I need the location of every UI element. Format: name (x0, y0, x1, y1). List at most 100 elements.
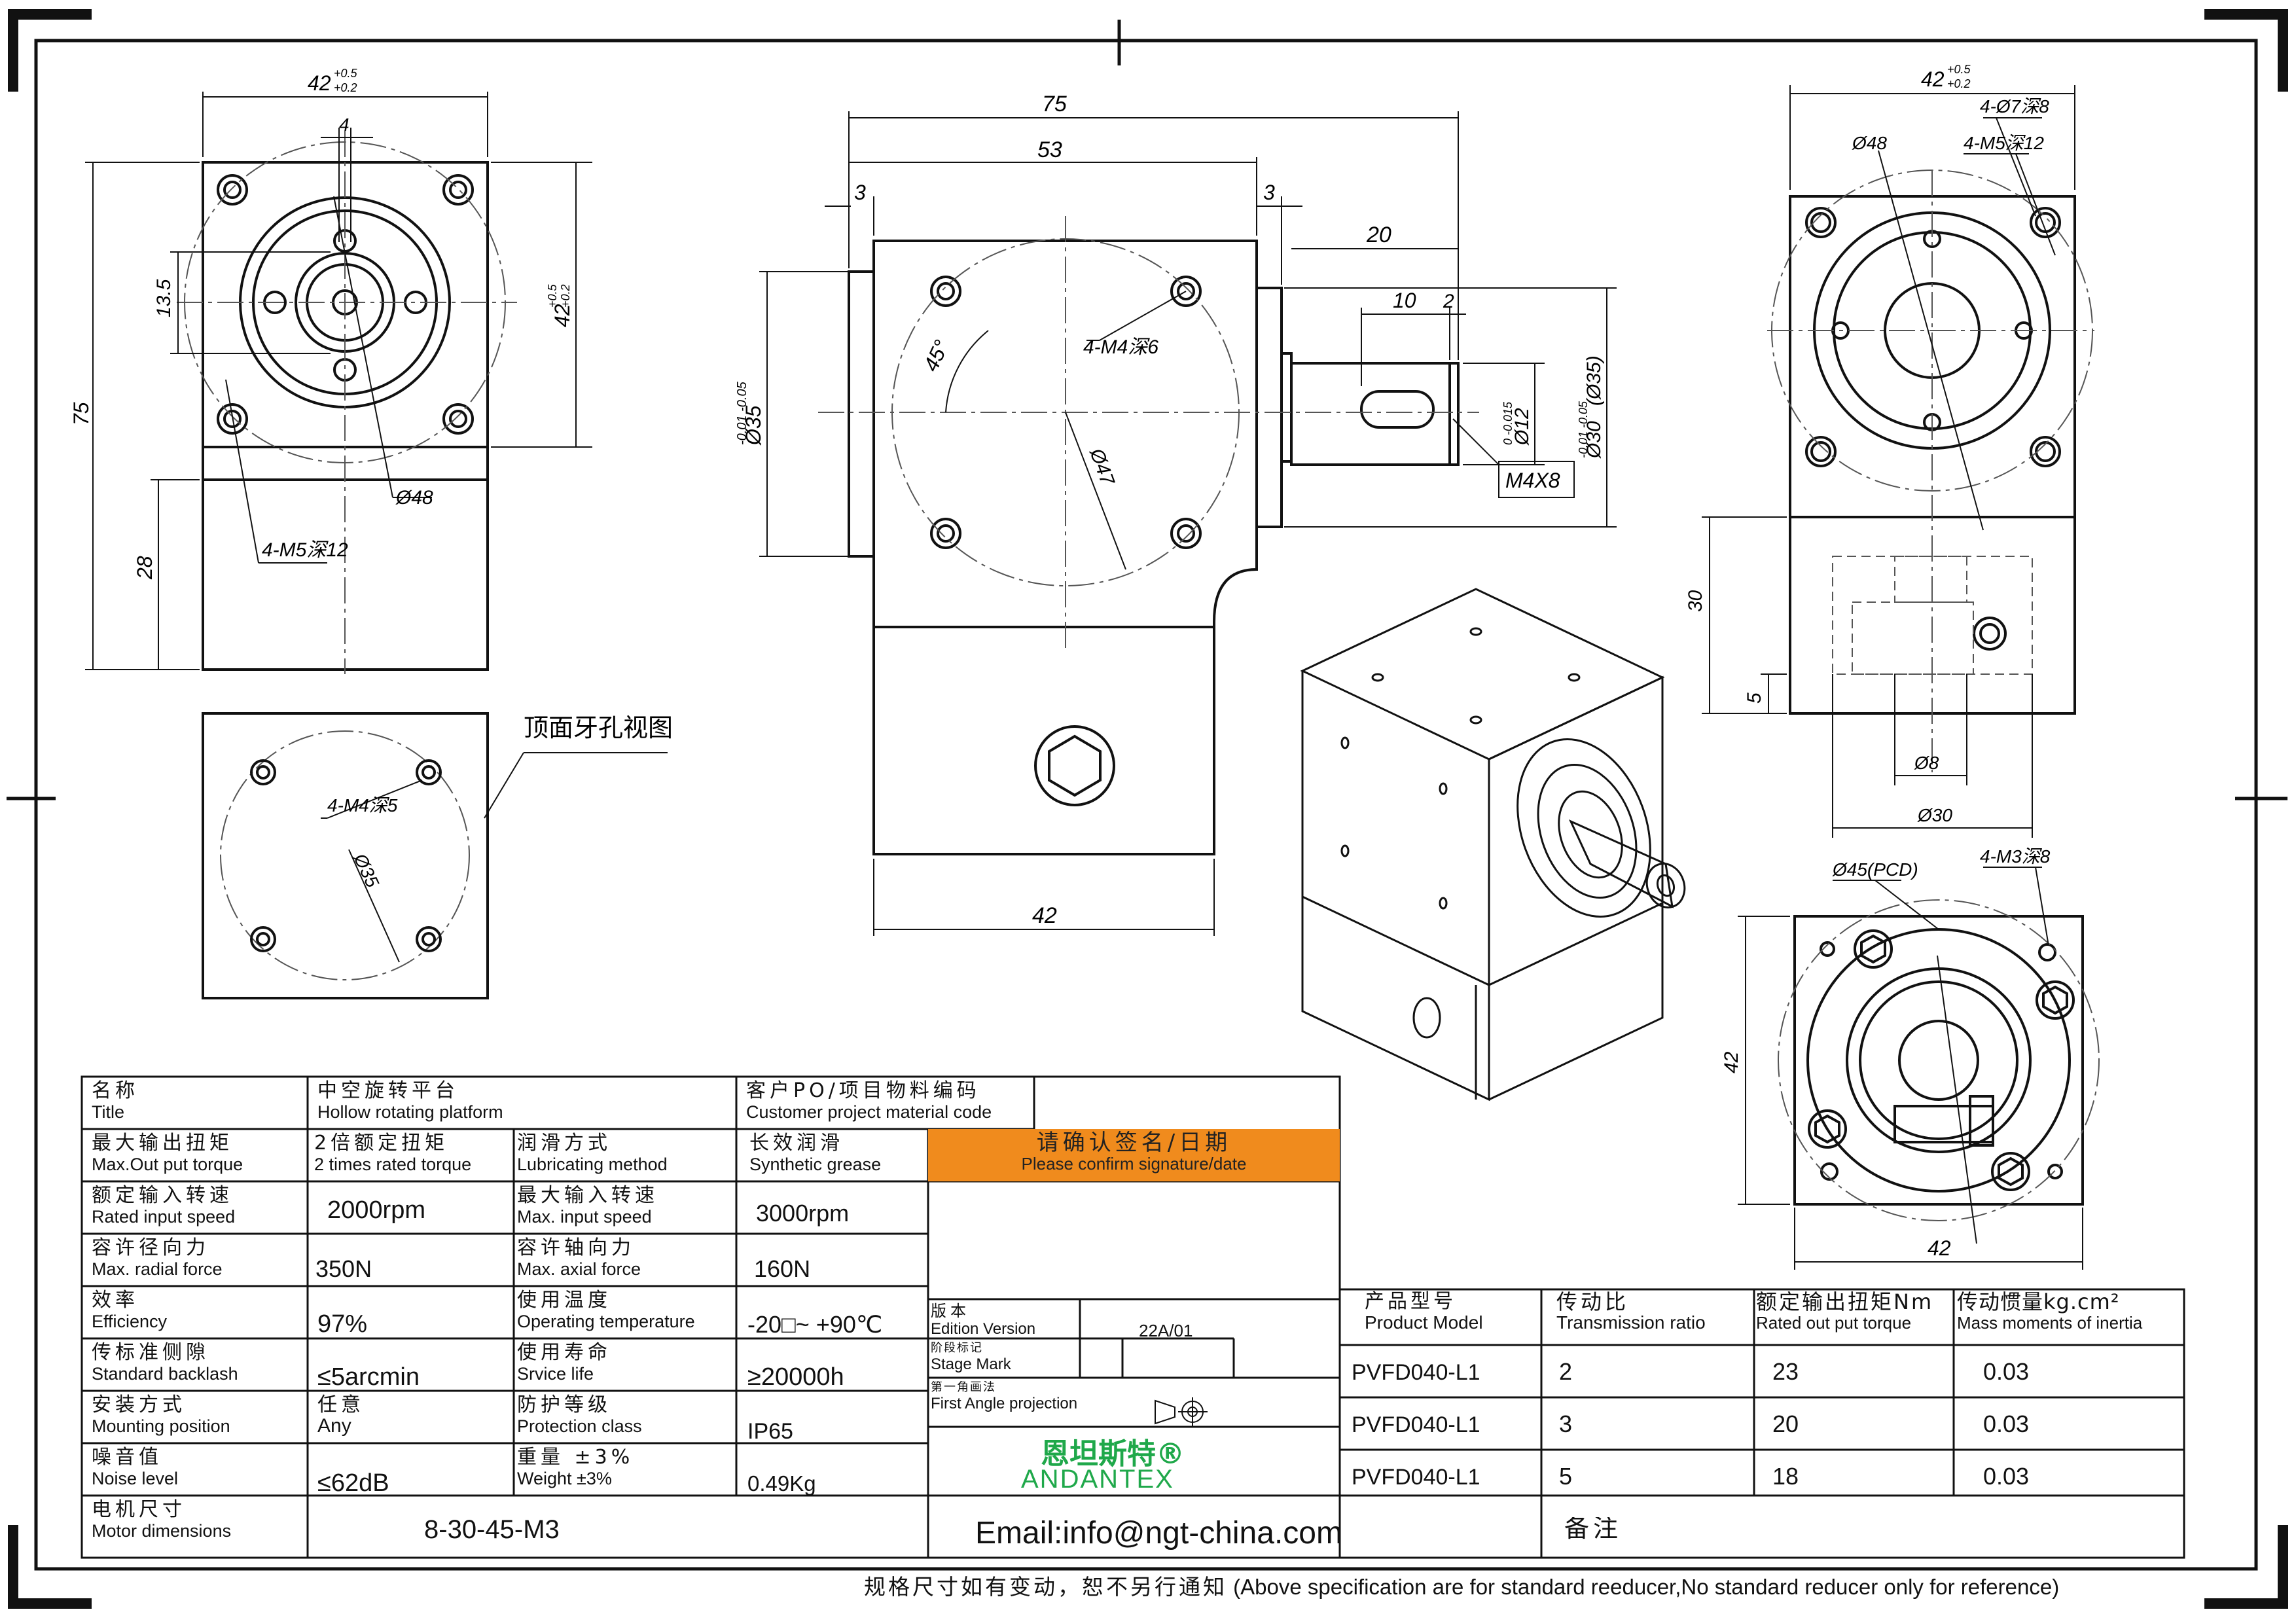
top-hole-view: 4-M4深5 Ø35 顶面牙孔视图 (202, 712, 673, 999)
first-angle-symbol (1155, 1397, 1208, 1427)
svg-text:4-M5深12: 4-M5深12 (262, 539, 348, 561)
svg-text:20: 20 (1366, 223, 1391, 247)
svg-text:Ø30: Ø30 (1583, 421, 1605, 459)
svg-text:-0.01 -0.05: -0.01 -0.05 (1577, 401, 1590, 458)
svg-text:42: 42 (1921, 67, 1945, 91)
svg-text:Ø35: Ø35 (350, 850, 383, 891)
svg-text:28: 28 (133, 556, 156, 580)
footer-note: 规格尺寸如有变动，恕不另行通知 (Above specification are… (864, 1569, 2059, 1601)
front-view: 75 53 3 3 20 10 2 45° Ø47 4-M4深6 Ø35 -0.… (735, 92, 1617, 936)
edition-value: 22A/01 (1139, 1321, 1193, 1340)
svg-text:4-M4深6: 4-M4深6 (1083, 336, 1158, 358)
svg-text:0 -0.015: 0 -0.015 (1501, 401, 1515, 445)
max-speed-value: 3000rpm (756, 1200, 850, 1227)
svg-text:+0.2: +0.2 (334, 81, 357, 94)
svg-text:75: 75 (1042, 92, 1067, 117)
svg-text:42: 42 (1721, 1051, 1742, 1073)
footer-note-en: (Above specification are for standard re… (1233, 1575, 2060, 1599)
svg-text:Ø30: Ø30 (1917, 805, 1952, 825)
svg-text:4: 4 (339, 115, 350, 135)
svg-text:2: 2 (1443, 291, 1454, 312)
model-row-0-model: PVFD040-L1 (1352, 1360, 1480, 1385)
svg-text:10: 10 (1393, 289, 1416, 312)
svg-text:Ø48: Ø48 (1852, 133, 1887, 153)
brand-logo-en: ANDANTEX (1021, 1465, 1174, 1494)
top-left-view: 42 +0.5 +0.2 4 42 +0.5 +0.2 13.5 75 28 Ø… (69, 67, 592, 674)
confirm-banner: 请确认签名/日期 Please confirm signature/date (736, 1129, 1340, 1181)
svg-text:Ø48: Ø48 (395, 487, 433, 509)
noise-value: ≤62dB (317, 1469, 389, 1497)
svg-text:+0.2: +0.2 (559, 284, 572, 308)
email-text: Email:info@ngt-china.com (975, 1516, 1342, 1551)
model-row-1-ratio: 3 (1559, 1410, 1573, 1437)
model-row-0-inertia: 0.03 (1983, 1358, 2030, 1385)
svg-text:42: 42 (1928, 1236, 1951, 1260)
svg-text:Ø45(PCD): Ø45(PCD) (1832, 859, 1918, 880)
svg-text:+0.2: +0.2 (1947, 77, 1971, 90)
service-life-value: ≥20000h (747, 1363, 844, 1391)
model-row-1-torque: 20 (1772, 1410, 1799, 1437)
efficiency-value: 97% (317, 1310, 368, 1338)
svg-text:Ø8: Ø8 (1914, 753, 1939, 773)
model-row-0-torque: 23 (1772, 1358, 1799, 1385)
protection-value: IP65 (747, 1419, 793, 1444)
svg-text:+0.5: +0.5 (1947, 63, 1971, 76)
table-grid (81, 1075, 2185, 1559)
svg-text:75: 75 (69, 402, 93, 425)
model-row-2-torque: 18 (1772, 1463, 1799, 1490)
svg-text:4-M5深12: 4-M5深12 (1964, 133, 2044, 153)
svg-text:42: 42 (1032, 903, 1057, 928)
svg-text:30: 30 (1685, 590, 1706, 612)
svg-text:Ø35: Ø35 (742, 405, 765, 446)
svg-text:4-M4深5: 4-M4深5 (327, 795, 398, 816)
svg-text:+0.5: +0.5 (334, 67, 358, 80)
svg-text:Ø12: Ø12 (1511, 408, 1533, 446)
rated-speed-value: 2000rpm (327, 1196, 425, 1224)
svg-text:-0.01 -0.05: -0.01 -0.05 (735, 381, 749, 445)
svg-text:45°: 45° (919, 336, 954, 375)
footer-note-cn: 规格尺寸如有变动，恕不另行通知 (864, 1574, 1227, 1600)
drawing-frame (7, 9, 2288, 1609)
svg-text:Ø47: Ø47 (1085, 445, 1119, 489)
model-row-2-ratio: 5 (1559, 1463, 1573, 1490)
weight-label: 重量 ±3%Weight ±3% (517, 1446, 634, 1488)
brand-logo-cn: 恩坦斯特® (1041, 1437, 1185, 1471)
radial-force-value: 350N (315, 1255, 372, 1282)
svg-text:42: 42 (308, 71, 331, 95)
backlash-value: ≤5arcmin (317, 1363, 420, 1391)
svg-text:+0.5: +0.5 (546, 283, 559, 308)
motor-dim-value: 8-30-45-M3 (424, 1515, 560, 1544)
weight-value: 0.49Kg (747, 1471, 816, 1496)
svg-text:13.5: 13.5 (153, 279, 175, 317)
isometric-view (1300, 588, 1686, 1102)
svg-text:4-M3深8: 4-M3深8 (1980, 846, 2051, 867)
temperature-value: -20□~ +90℃ (747, 1311, 883, 1338)
axial-force-value: 160N (754, 1255, 811, 1282)
svg-text:3: 3 (1263, 181, 1275, 204)
svg-text:3: 3 (854, 181, 866, 204)
svg-text:42: 42 (550, 304, 574, 327)
model-row-2-model: PVFD040-L1 (1352, 1465, 1480, 1490)
